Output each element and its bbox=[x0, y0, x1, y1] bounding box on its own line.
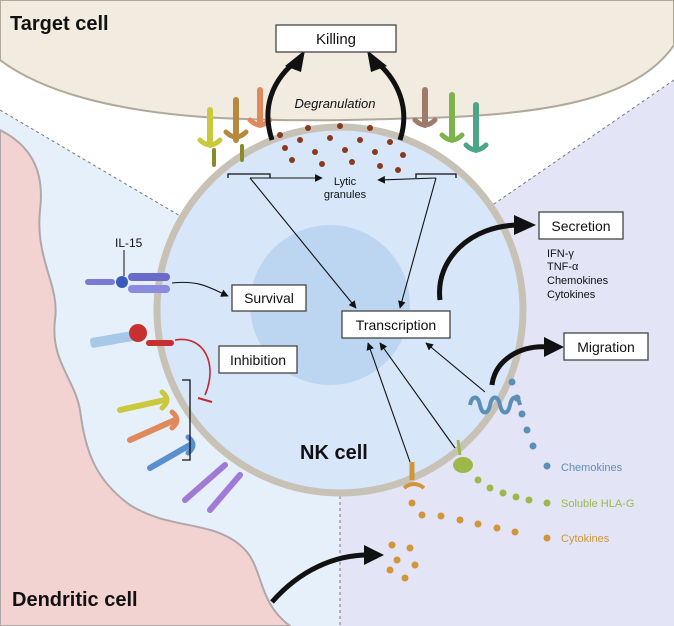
lytic-granules bbox=[277, 123, 406, 173]
target-cell-label: Target cell bbox=[10, 13, 109, 35]
dendritic-cell-label: Dendritic cell bbox=[12, 589, 138, 611]
dendritic-secretion-arrowhead bbox=[364, 545, 384, 565]
inhibition-label: Inhibition bbox=[230, 352, 286, 368]
hla-g-dots bbox=[474, 476, 551, 507]
lytic-label-2: granules bbox=[324, 189, 367, 201]
nk-cell-label: NK cell bbox=[300, 442, 368, 464]
inhibitory-receptor bbox=[89, 324, 174, 348]
bracket-right bbox=[415, 173, 457, 178]
inhibition-bar bbox=[197, 396, 213, 404]
bracket-left bbox=[227, 173, 271, 178]
activating-receptors-left bbox=[197, 87, 273, 167]
dendritic-secretion-arrow bbox=[270, 552, 369, 604]
degranulation-label: Degranulation bbox=[295, 96, 376, 111]
legend-chemokines: Chemokines bbox=[561, 462, 623, 474]
arrow-hla-to-transcription bbox=[379, 342, 456, 449]
survival-box bbox=[231, 284, 307, 312]
inhibition-line bbox=[174, 338, 211, 396]
secretion-item-1: IFN-γ bbox=[547, 248, 574, 260]
arrow-right-to-transcription bbox=[398, 177, 437, 309]
secretion-item-2: TNF-α bbox=[547, 261, 579, 273]
killing-label: Killing bbox=[316, 31, 356, 48]
legend-cytokines: Cytokines bbox=[561, 533, 610, 545]
arrow-cytokine-to-transcription bbox=[366, 342, 411, 463]
il15-receptor bbox=[85, 273, 170, 293]
secretion-item-3: Chemokines bbox=[547, 275, 609, 287]
degranulation-arrowhead-left bbox=[285, 50, 305, 72]
arrow-left-to-transcription bbox=[249, 177, 357, 309]
secretion-box bbox=[538, 211, 624, 240]
inhibition-box bbox=[218, 345, 298, 374]
migration-label: Migration bbox=[577, 339, 635, 355]
il15-label: IL-15 bbox=[115, 236, 143, 250]
secretion-arrowhead bbox=[514, 215, 536, 235]
target-cell bbox=[0, 0, 674, 122]
chemokine-receptor bbox=[468, 395, 522, 415]
chemokine-dots bbox=[508, 378, 551, 470]
legend-soluble-hla-g: Soluble HLA-G bbox=[561, 498, 634, 510]
degranulation-arrowhead-right bbox=[367, 50, 387, 72]
secretion-arrow bbox=[437, 222, 521, 301]
migration-box bbox=[563, 332, 649, 361]
lytic-label-1: Lytic bbox=[334, 176, 357, 188]
arrow-right-to-granules bbox=[377, 175, 437, 184]
activating-receptors-right bbox=[412, 87, 489, 153]
transcription-label: Transcription bbox=[356, 317, 436, 333]
secretion-label: Secretion bbox=[551, 218, 610, 234]
survival-label: Survival bbox=[244, 290, 294, 306]
dendritic-cell bbox=[0, 128, 292, 626]
bracket-dendritic bbox=[182, 379, 191, 461]
transcription-box bbox=[341, 310, 451, 339]
secretion-item-4: Cytokines bbox=[547, 289, 596, 301]
arrow-to-survival bbox=[171, 281, 229, 297]
hla-g-receptor bbox=[453, 439, 473, 473]
arrow-chemokine-to-transcription bbox=[425, 342, 486, 393]
cytokine-dots bbox=[386, 499, 551, 582]
killing-box bbox=[275, 24, 397, 53]
migration-arrowhead bbox=[544, 337, 564, 357]
cytokine-receptor bbox=[402, 462, 426, 490]
migration-arrow bbox=[489, 344, 549, 386]
